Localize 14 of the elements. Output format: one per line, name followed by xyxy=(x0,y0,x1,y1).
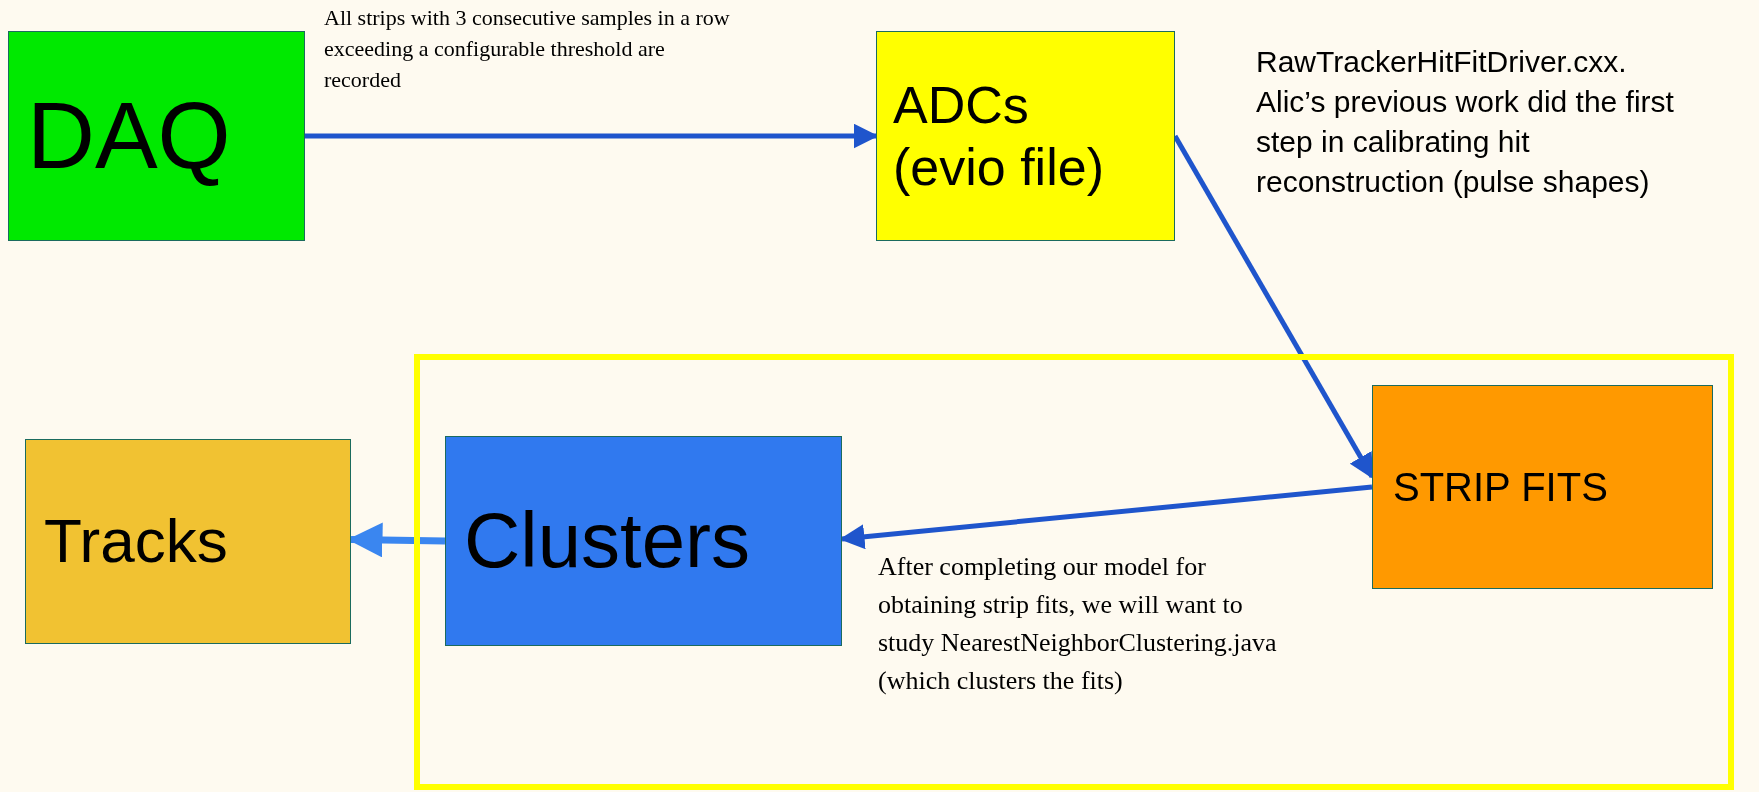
node-label: DAQ xyxy=(27,81,231,190)
process-box xyxy=(25,439,351,644)
process-box xyxy=(876,31,1175,241)
annotation-text: All strips with 3 consecutive samples in a row exceeding a configurable threshold are recorded xyxy=(324,4,731,94)
node-label: Clusters xyxy=(464,495,751,587)
group-frame xyxy=(414,354,1734,790)
process-box xyxy=(8,31,305,241)
annotation-text: After completing our model for obtaining strip fits, we will want to study NearestNeighborClustering.java (which clusters the fits) xyxy=(878,551,1278,697)
node-label: Tracks xyxy=(44,505,228,578)
node-label: STRIP FITS xyxy=(1393,464,1608,511)
process-box xyxy=(445,436,842,646)
node-label: ADCs (evio file) xyxy=(893,74,1105,198)
process-box xyxy=(1372,385,1713,589)
annotation-text: RawTrackerHitFitDriver.cxx. Alic’s previous work did the first step in calibrating hit reconstruction (pulse shapes) xyxy=(1256,44,1675,200)
